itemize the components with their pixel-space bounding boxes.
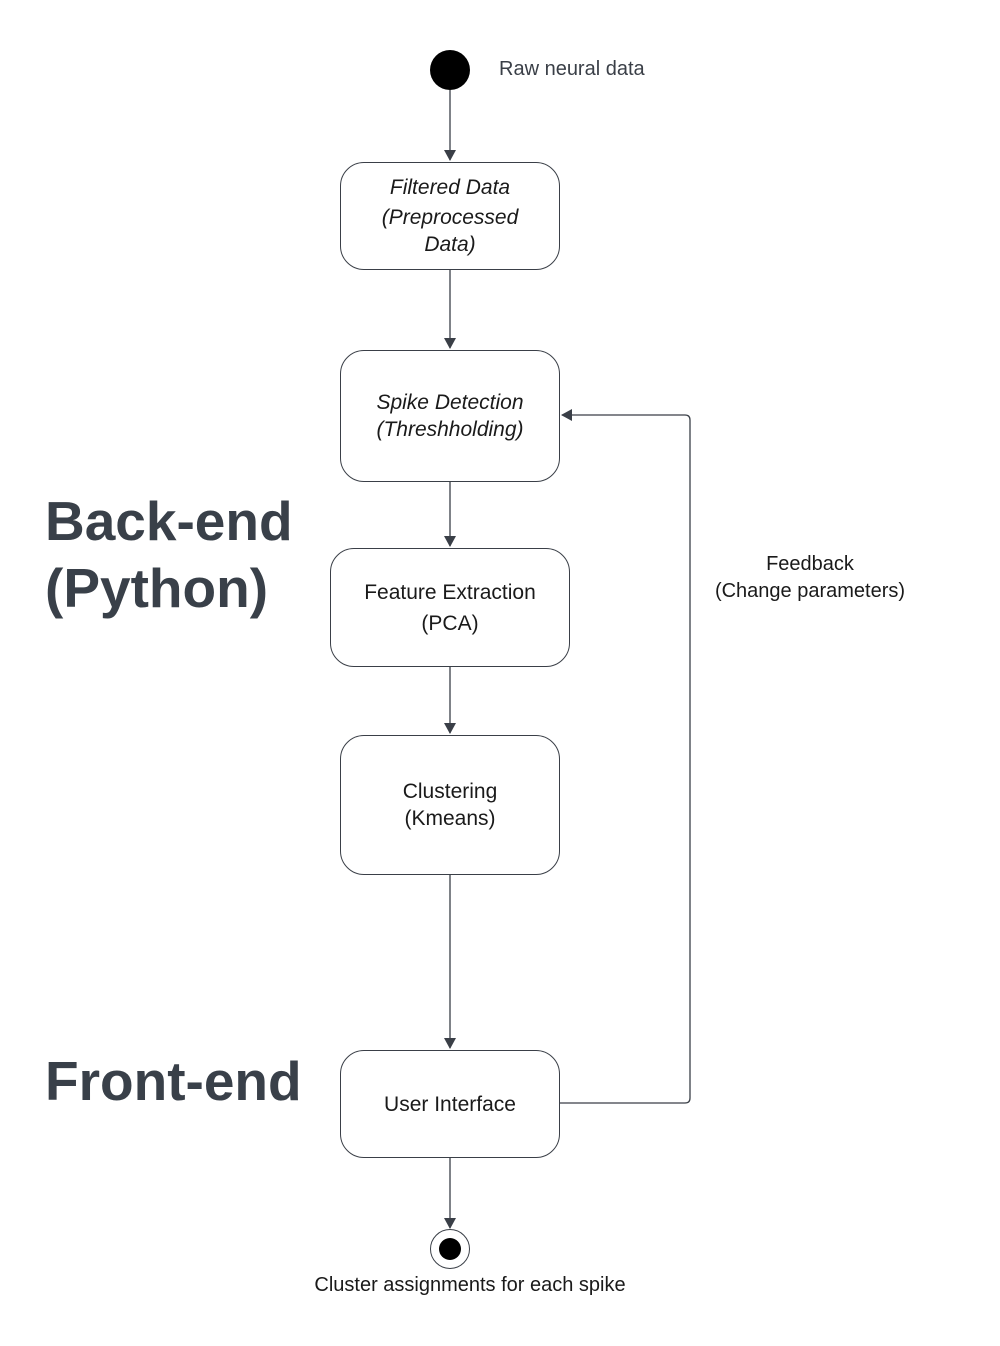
node-filtered-data: Filtered Data (Preprocessed Data) bbox=[340, 162, 560, 270]
initial-node bbox=[430, 50, 470, 90]
node-feature-extraction-line1: Feature Extraction bbox=[364, 580, 536, 604]
node-feature-extraction: Feature Extraction (PCA) bbox=[330, 548, 570, 667]
feedback-label-line1: Feedback bbox=[766, 553, 854, 575]
node-spike-detection: Spike Detection (Threshholding) bbox=[340, 350, 560, 482]
node-feature-extraction-line2: (PCA) bbox=[421, 611, 479, 635]
node-clustering: Clustering (Kmeans) bbox=[340, 735, 560, 875]
section-backend-title: Back-end bbox=[45, 490, 293, 552]
final-node bbox=[430, 1229, 470, 1269]
node-user-interface-line1: User Interface bbox=[384, 1092, 516, 1116]
node-filtered-data-line3: Data) bbox=[424, 233, 476, 256]
node-filtered-data-line1: Filtered Data bbox=[389, 176, 511, 199]
node-user-interface: User Interface bbox=[340, 1050, 560, 1158]
section-frontend-title: Front-end bbox=[45, 1050, 302, 1112]
feedback-label-line2: (Change parameters) bbox=[714, 580, 906, 602]
start-label: Raw neural data bbox=[499, 58, 645, 80]
node-filtered-data-line2: (Preprocessed bbox=[381, 206, 519, 229]
final-node-dot bbox=[439, 1238, 461, 1260]
feedback-label: Feedback (Change parameters) bbox=[705, 551, 915, 605]
end-label: Cluster assignments for each spike bbox=[314, 1274, 626, 1296]
node-spike-detection-line2: (Threshholding) bbox=[376, 418, 524, 441]
arrow-feedback-loop bbox=[560, 409, 691, 1104]
node-clustering-line1: Clustering bbox=[402, 780, 498, 803]
node-clustering-line2: (Kmeans) bbox=[404, 807, 496, 830]
section-backend-subtitle: (Python) bbox=[45, 557, 269, 619]
node-spike-detection-line1: Spike Detection bbox=[376, 391, 524, 414]
